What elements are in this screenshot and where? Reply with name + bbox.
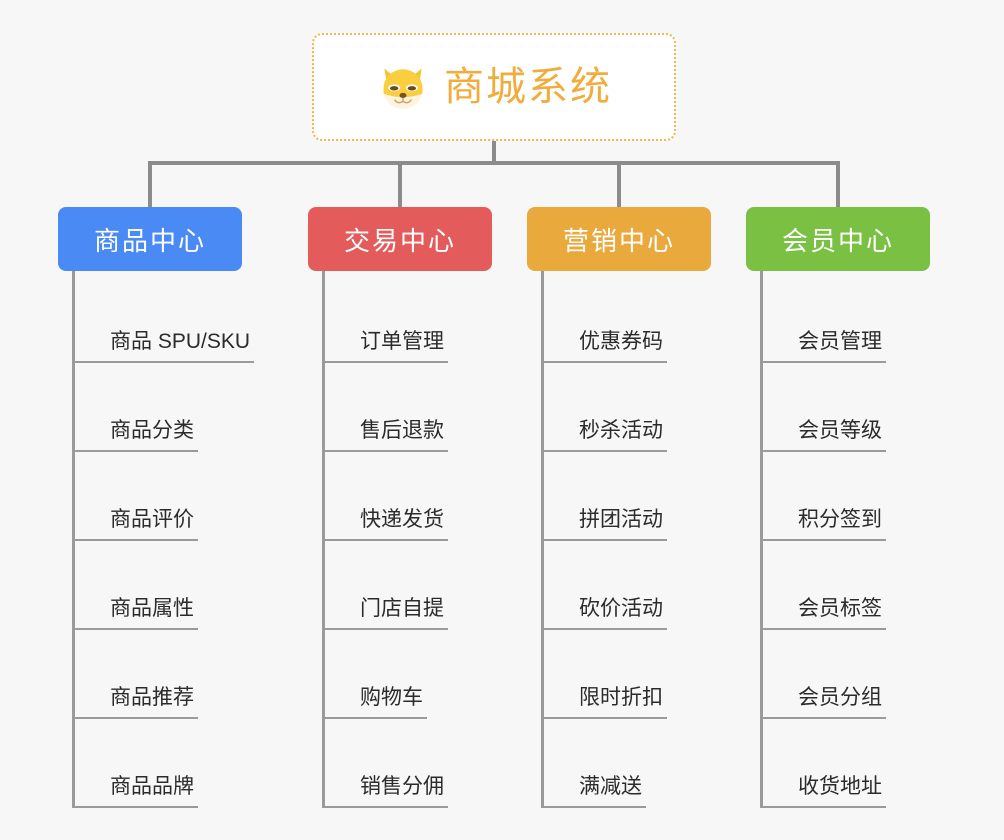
sub-item[interactable]: 销售分佣 [325,719,528,808]
sub-item-label: 商品分类 [75,419,198,452]
sub-item[interactable]: 快递发货 [325,452,528,541]
branch-column-2: 交易中心 订单管理 售后退款 快递发货 门店自提 购物车 销售分佣 [308,207,528,808]
sub-item-label: 收货地址 [763,775,886,808]
dog-face-icon [383,68,423,109]
sub-item[interactable]: 售后退款 [325,363,528,452]
branch-column-3: 营销中心 优惠券码 秒杀活动 拼团活动 砍价活动 限时折扣 满减送 [527,207,747,808]
sub-item-label: 优惠券码 [544,330,667,363]
sub-item-label: 订单管理 [325,330,448,363]
root-node-title: 商城系统 [444,65,612,109]
sub-item[interactable]: 限时折扣 [544,630,747,719]
sub-item[interactable]: 会员分组 [763,630,966,719]
sub-item-label: 商品评价 [75,508,198,541]
sub-item[interactable]: 商品 SPU/SKU [75,274,278,363]
sub-item-label: 商品 SPU/SKU [75,330,255,363]
connector-horizontal-bar [148,161,838,165]
sub-item[interactable]: 商品品牌 [75,719,278,808]
connector-drop-4 [836,161,840,207]
sub-item-label: 积分签到 [763,508,886,541]
sub-item-label: 会员分组 [763,686,886,719]
sub-item[interactable]: 商品推荐 [75,630,278,719]
connector-drop-3 [617,161,621,207]
sub-item[interactable]: 砍价活动 [544,541,747,630]
sub-item-label: 满减送 [544,775,646,808]
sub-item-list-1: 商品 SPU/SKU 商品分类 商品评价 商品属性 商品推荐 商品品牌 [72,271,278,808]
connector-drop-1 [148,161,152,207]
sub-item[interactable]: 商品属性 [75,541,278,630]
sub-item[interactable]: 积分签到 [763,452,966,541]
connector-drop-2 [398,161,402,207]
sub-item-list-3: 优惠券码 秒杀活动 拼团活动 砍价活动 限时折扣 满减送 [541,271,747,808]
root-node-shopping-mall-system[interactable]: 商城系统 [312,33,676,141]
sub-item[interactable]: 优惠券码 [544,274,747,363]
category-label-1: 商品中心 [93,225,206,256]
sub-item[interactable]: 订单管理 [325,274,528,363]
sub-item[interactable]: 会员等级 [763,363,966,452]
category-label-2: 交易中心 [343,225,456,256]
sub-item-label: 销售分佣 [325,775,448,808]
sub-item[interactable]: 秒杀活动 [544,363,747,452]
sub-item-label: 拼团活动 [544,508,667,541]
sub-item-label: 商品属性 [75,597,198,630]
sub-item-label: 购物车 [325,686,427,719]
category-box-1[interactable]: 商品中心 [58,207,242,271]
category-box-2[interactable]: 交易中心 [308,207,492,271]
sub-item-label: 会员等级 [763,419,886,452]
sub-item[interactable]: 收货地址 [763,719,966,808]
sub-item[interactable]: 购物车 [325,630,528,719]
sub-item-label: 售后退款 [325,419,448,452]
sub-item-label: 商品推荐 [75,686,198,719]
sub-item-label: 秒杀活动 [544,419,667,452]
sub-item-label: 会员标签 [763,597,886,630]
sub-item-label: 商品品牌 [75,775,198,808]
category-label-4: 会员中心 [781,225,894,256]
sub-item-list-2: 订单管理 售后退款 快递发货 门店自提 购物车 销售分佣 [322,271,528,808]
category-box-4[interactable]: 会员中心 [746,207,930,271]
branch-column-4: 会员中心 会员管理 会员等级 积分签到 会员标签 会员分组 收货地址 [746,207,966,808]
sub-item[interactable]: 拼团活动 [544,452,747,541]
category-box-3[interactable]: 营销中心 [527,207,711,271]
sub-item-label: 砍价活动 [544,597,667,630]
sub-item[interactable]: 会员标签 [763,541,966,630]
sub-item-label: 限时折扣 [544,686,667,719]
category-label-3: 营销中心 [562,225,675,256]
connector-root-stem [492,141,496,164]
sub-item-label: 会员管理 [763,330,886,363]
sub-item[interactable]: 满减送 [544,719,747,808]
sub-item[interactable]: 门店自提 [325,541,528,630]
sub-item-label: 门店自提 [325,597,448,630]
sub-item[interactable]: 商品评价 [75,452,278,541]
sub-item[interactable]: 商品分类 [75,363,278,452]
sub-item-label: 快递发货 [325,508,448,541]
sub-item-list-4: 会员管理 会员等级 积分签到 会员标签 会员分组 收货地址 [760,271,966,808]
sub-item[interactable]: 会员管理 [763,274,966,363]
branch-column-1: 商品中心 商品 SPU/SKU 商品分类 商品评价 商品属性 商品推荐 商品品牌 [58,207,278,808]
